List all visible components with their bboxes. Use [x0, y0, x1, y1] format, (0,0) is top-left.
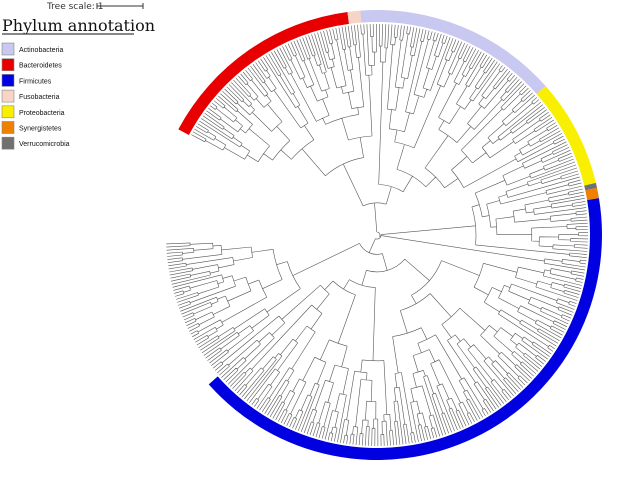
legend-swatch	[1, 42, 15, 56]
legend-item-synergistetes: Synergistetes	[1, 121, 62, 134]
legend-swatch	[1, 121, 15, 134]
ring-segment-verrucomicrobia	[584, 182, 598, 191]
ring-segment-firmicutes	[208, 198, 602, 461]
legend-swatch	[1, 105, 15, 119]
ring-segment-synergistetes	[585, 187, 599, 201]
legend-items: ActinobacteriaBacteroidetesFirmicutesFus…	[1, 42, 70, 150]
legend-item-firmicutes: Firmicutes	[1, 74, 52, 87]
legend-item-fusobacteria: Fusobacteria	[1, 89, 60, 103]
legend-label: Proteobacteria	[19, 110, 65, 117]
tree-branches	[166, 23, 589, 447]
legend-swatch	[1, 136, 15, 150]
legend: Phylum annotation ActinobacteriaBacteroi…	[1, 16, 155, 150]
tree-branch-lines	[166, 23, 589, 447]
legend-label: Verrucomicrobia	[19, 141, 70, 148]
ring-segment-fusobacteria	[347, 10, 362, 24]
legend-title: Phylum annotation	[2, 16, 155, 35]
legend-label: Actinobacteria	[19, 47, 63, 54]
legend-swatch	[1, 58, 15, 72]
legend-label: Bacteroidetes	[19, 63, 62, 70]
ring-segment-proteobacteria	[536, 86, 596, 186]
legend-label: Fusobacteria	[19, 94, 60, 101]
legend-item-bacteroidetes: Bacteroidetes	[1, 58, 62, 72]
legend-swatch	[1, 89, 15, 103]
legend-item-proteobacteria: Proteobacteria	[1, 105, 65, 119]
phylum-annotation-ring	[178, 9, 602, 461]
legend-label: Firmicutes	[19, 78, 52, 85]
tree-scale: Tree scale: 1	[46, 2, 144, 12]
legend-label: Synergistetes	[19, 126, 62, 133]
ring-segment-bacteroidetes	[178, 11, 350, 136]
tree-scale-label: Tree scale: 1	[46, 2, 103, 12]
ring-segment-actinobacteria	[360, 9, 546, 95]
legend-item-actinobacteria: Actinobacteria	[1, 42, 63, 56]
legend-item-verrucomicrobia: Verrucomicrobia	[1, 136, 70, 150]
legend-swatch	[1, 74, 15, 87]
